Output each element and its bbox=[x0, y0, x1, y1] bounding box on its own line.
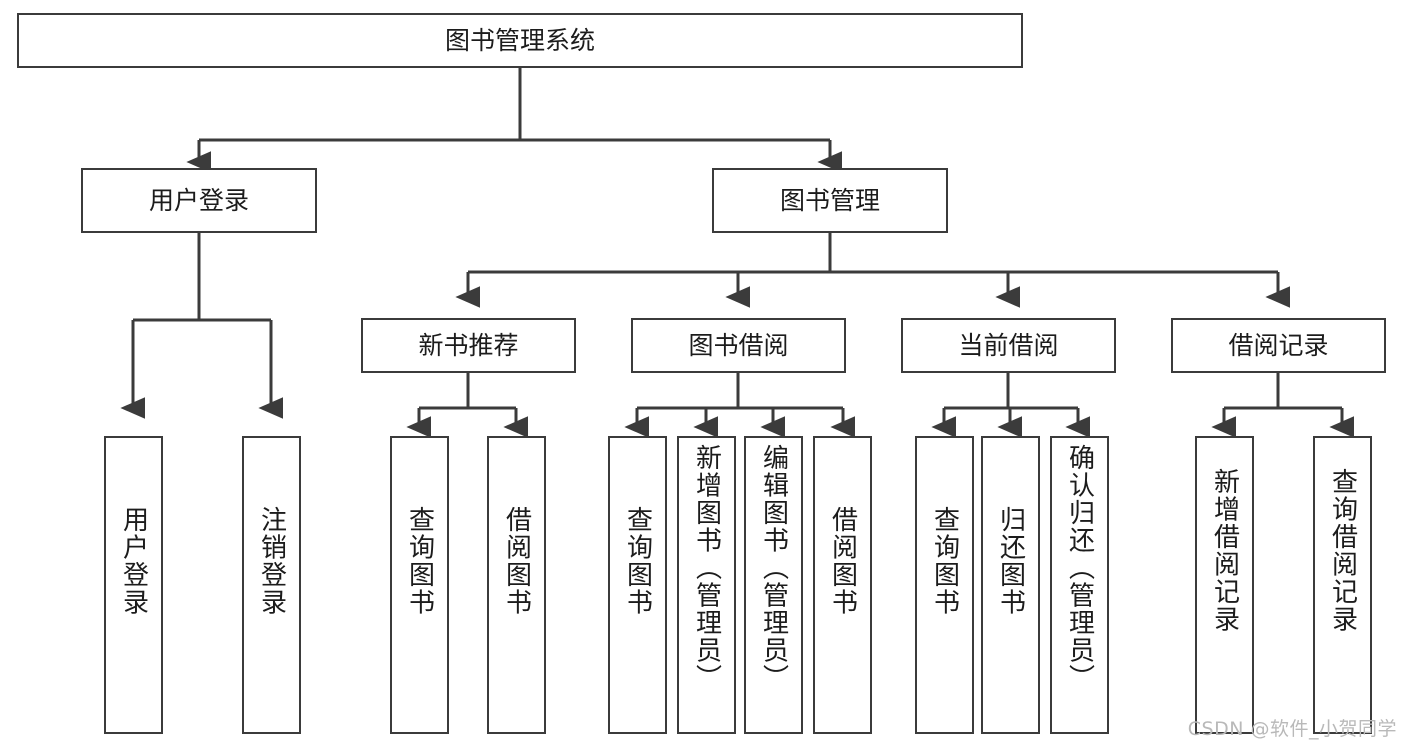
node-label: 查询图书 bbox=[929, 506, 960, 616]
node-label: 归还图书 bbox=[995, 506, 1026, 616]
node-label: 图书管理 bbox=[779, 185, 880, 215]
node-leaf-borrow-book-recommend[interactable]: 借阅图书 bbox=[487, 436, 546, 734]
node-label: 借阅图书 bbox=[501, 506, 532, 616]
node-root-book-management-system[interactable]: 图书管理系统 bbox=[17, 13, 1023, 68]
node-leaf-query-book-recommend[interactable]: 查询图书 bbox=[390, 436, 449, 734]
node-leaf-query-book-current[interactable]: 查询图书 bbox=[915, 436, 974, 734]
node-label: 图书借阅 bbox=[688, 330, 789, 360]
node-book-management[interactable]: 图书管理 bbox=[712, 168, 948, 233]
node-label: 确认归还（管理员） bbox=[1064, 444, 1095, 692]
node-current-borrowing[interactable]: 当前借阅 bbox=[901, 318, 1116, 373]
node-label: 编辑图书（管理员） bbox=[758, 444, 789, 692]
node-book-borrowing[interactable]: 图书借阅 bbox=[631, 318, 846, 373]
node-leaf-user-login[interactable]: 用户登录 bbox=[104, 436, 163, 734]
node-new-book-recommendation[interactable]: 新书推荐 bbox=[361, 318, 576, 373]
node-label: 注销登录 bbox=[256, 506, 287, 616]
node-leaf-query-book-borrow[interactable]: 查询图书 bbox=[608, 436, 667, 734]
node-label: 图书管理系统 bbox=[444, 25, 595, 55]
node-label: 用户登录 bbox=[118, 506, 149, 616]
node-label: 借阅记录 bbox=[1228, 330, 1329, 360]
node-leaf-query-borrow-record[interactable]: 查询借阅记录 bbox=[1313, 436, 1372, 734]
node-label: 新增借阅记录 bbox=[1209, 468, 1240, 633]
node-leaf-add-book-admin[interactable]: 新增图书（管理员） bbox=[677, 436, 736, 734]
node-leaf-edit-book-admin[interactable]: 编辑图书（管理员） bbox=[744, 436, 803, 734]
node-label: 当前借阅 bbox=[958, 330, 1059, 360]
node-label: 借阅图书 bbox=[827, 506, 858, 616]
node-label: 新书推荐 bbox=[418, 330, 519, 360]
watermark-text: CSDN @软件_小贺同学 bbox=[1187, 718, 1397, 740]
node-label: 查询图书 bbox=[622, 506, 653, 616]
node-leaf-borrow-book[interactable]: 借阅图书 bbox=[813, 436, 872, 734]
node-label: 用户登录 bbox=[148, 185, 249, 215]
node-label: 新增图书（管理员） bbox=[691, 444, 722, 692]
node-label: 查询借阅记录 bbox=[1327, 468, 1358, 633]
node-leaf-logout[interactable]: 注销登录 bbox=[242, 436, 301, 734]
node-user-login[interactable]: 用户登录 bbox=[81, 168, 317, 233]
node-leaf-return-book[interactable]: 归还图书 bbox=[981, 436, 1040, 734]
node-borrowing-record[interactable]: 借阅记录 bbox=[1171, 318, 1386, 373]
node-label: 查询图书 bbox=[404, 506, 435, 616]
node-leaf-confirm-return-admin[interactable]: 确认归还（管理员） bbox=[1050, 436, 1109, 734]
node-leaf-add-borrow-record[interactable]: 新增借阅记录 bbox=[1195, 436, 1254, 734]
